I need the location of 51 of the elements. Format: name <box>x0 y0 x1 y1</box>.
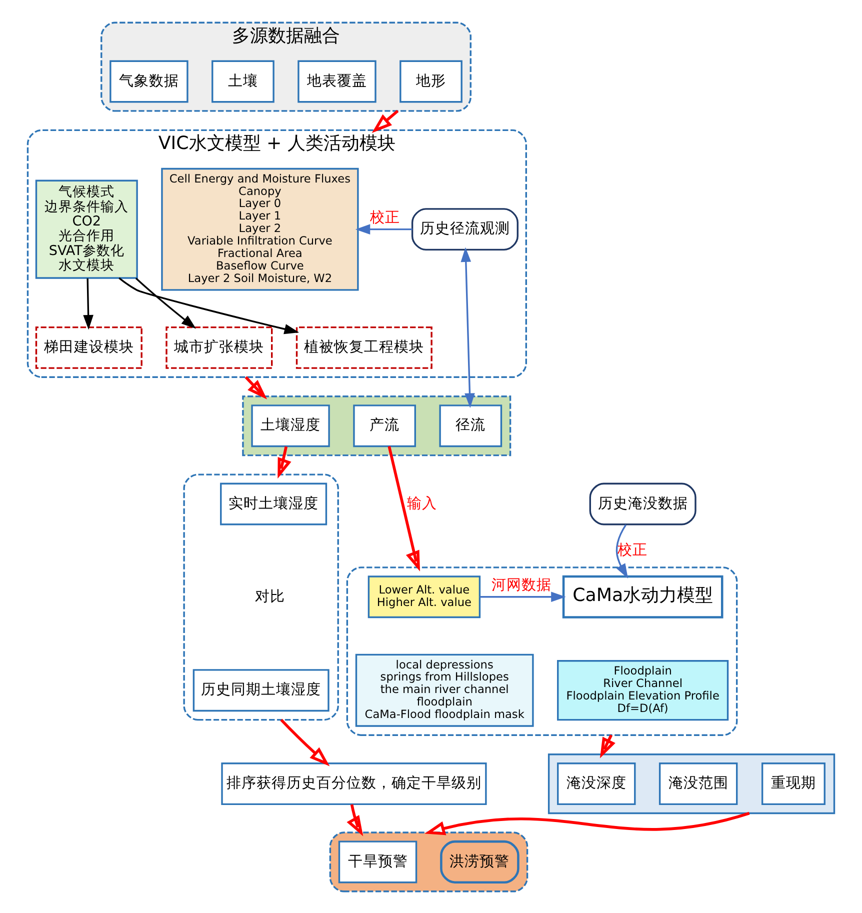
arrow <box>372 109 399 132</box>
node-box: 产流 <box>353 404 416 447</box>
arrow <box>135 277 196 328</box>
edge-label: 河网数据 <box>492 576 552 593</box>
arrow <box>278 446 292 478</box>
node-box: 土壤湿度 <box>251 404 330 447</box>
arrow <box>424 811 750 835</box>
label: 对比 <box>255 587 286 604</box>
node-box: 历史同期土壤湿度 <box>192 668 330 712</box>
node-box: 洪涝预警 <box>440 840 520 883</box>
node-box: 气候模式 边界条件输入 CO2 光合作用 SVAT参数化 水文模块 <box>35 179 138 278</box>
node-box: 历史淹没数据 <box>589 482 696 525</box>
edge-label: 校正 <box>370 208 400 226</box>
edge-label: 输入 <box>406 494 437 512</box>
node-box: 植被恢复工程模块 <box>296 326 432 368</box>
node-box: Floodplain River Channel Floodplain Elevation Profile Df=D(Af) <box>557 660 729 720</box>
arrow <box>616 524 628 578</box>
node-box: 重现期 <box>761 762 826 805</box>
node-box: 淹没深度 <box>557 762 636 805</box>
node-box: 城市扩张模块 <box>166 326 273 368</box>
node-box: 淹没范围 <box>658 762 738 805</box>
node-box: 排序获得历史百分位数，确定干旱级别 <box>221 762 487 805</box>
arrow <box>280 718 330 766</box>
node-box: 历史径流观测 <box>411 208 518 250</box>
arrow <box>355 224 412 234</box>
node-box: 土壤 <box>212 60 274 102</box>
node-box: Cell Energy and Moisture Fluxes Canopy Layer 0 Layer 1 Layer 2 Variable Infiltration Curve Fractional Area Baseflow Curve Layer 2 Soil Moisture, W2 <box>161 167 359 290</box>
node-box: CaMa水动力模型 <box>562 574 724 618</box>
node-box: 气象数据 <box>110 60 188 102</box>
node-box: 径流 <box>439 404 502 447</box>
arrow <box>244 376 268 399</box>
node-box: 干旱预警 <box>338 840 418 883</box>
arrow <box>460 246 475 408</box>
node-box: 梯田建设模块 <box>35 326 142 368</box>
cluster <box>242 395 512 456</box>
arrow <box>83 278 94 330</box>
arrow <box>118 276 300 334</box>
node-box: local depressions springs from Hillslopes the main river channel floodplain CaMa-Flood floodplain mask <box>355 653 534 726</box>
cluster <box>346 566 738 736</box>
cluster <box>548 753 836 814</box>
node-box: Lower Alt. value Higher Alt. value <box>368 575 481 618</box>
arrow <box>480 591 566 602</box>
arrow <box>600 734 616 758</box>
node-box: 实时土壤湿度 <box>220 482 328 525</box>
node-box: 地形 <box>400 60 462 102</box>
edge-label: 校正 <box>618 540 648 558</box>
arrow <box>388 446 420 571</box>
cluster <box>329 831 528 892</box>
arrow <box>346 804 364 836</box>
cluster <box>183 473 339 720</box>
node-box: 地表覆盖 <box>298 60 376 102</box>
